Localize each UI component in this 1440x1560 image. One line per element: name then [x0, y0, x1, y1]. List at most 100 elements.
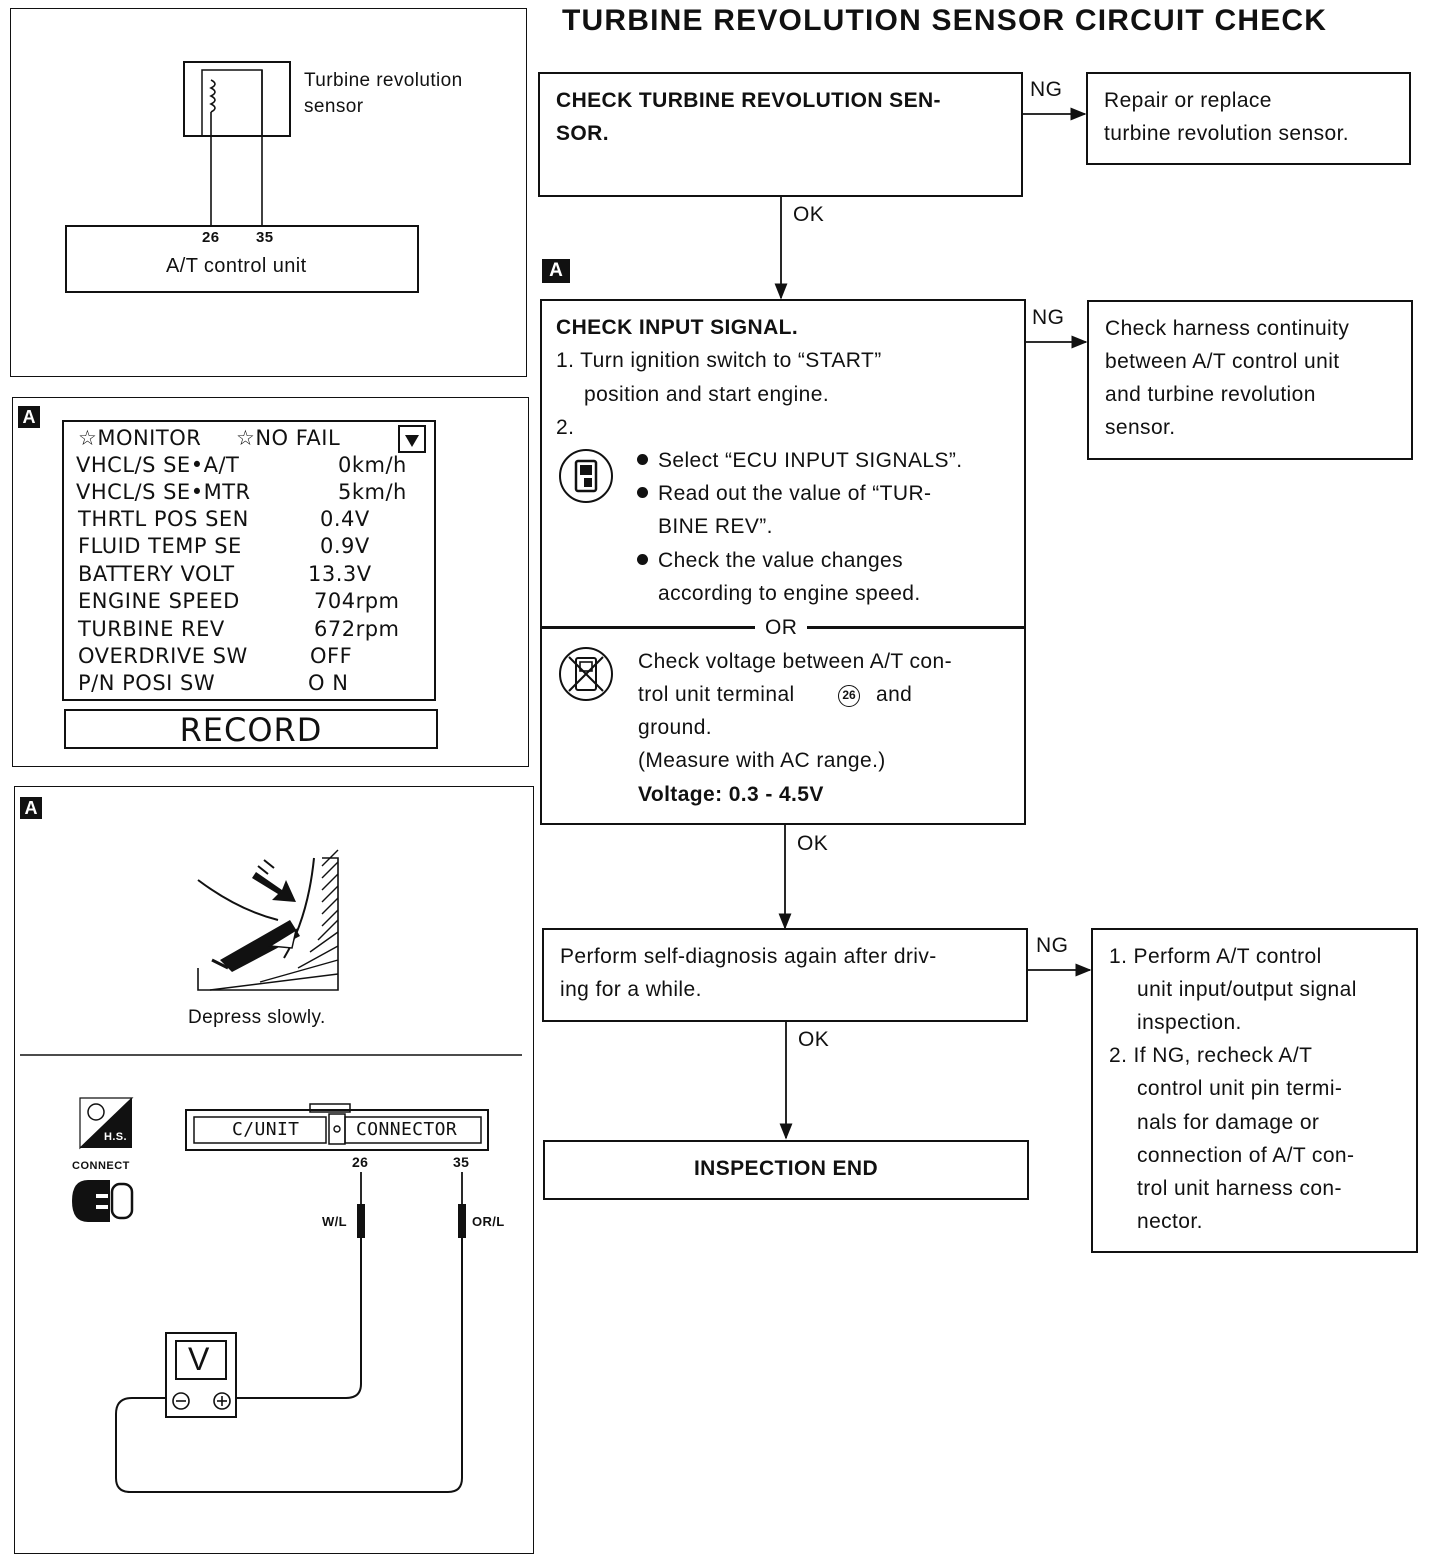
ok-label: OK: [798, 1028, 830, 1051]
step-check-input-signal: CHECK INPUT SIGNAL. 1. Turn ignition swi…: [540, 299, 1026, 825]
terminal-number: 26: [842, 688, 856, 702]
ng-result-inspection: 1. Perform A/T control unit input/output…: [1091, 928, 1418, 1253]
monitor-row-value: 0km/h: [338, 453, 407, 477]
ng-result-line: and turbine revolution: [1105, 383, 1316, 406]
ng-result-line: control unit pin termi-: [1137, 1077, 1343, 1100]
page-title: TURBINE REVOLUTION SENSOR CIRCUIT CHECK: [562, 4, 1328, 37]
monitor-screen: [62, 420, 436, 701]
no-consult-icon: [557, 645, 615, 703]
connector-right-label: CONNECTOR: [356, 1119, 458, 1140]
instruction-line: trol unit terminal: [638, 683, 795, 706]
instruction-line: Select “ECU INPUT SIGNALS”.: [658, 449, 963, 472]
instruction-line: 2.: [556, 416, 575, 439]
ng-result-harness: Check harness continuity between A/T con…: [1087, 300, 1413, 460]
or-label: OR: [755, 611, 808, 644]
instruction-line: BINE REV”.: [658, 515, 773, 538]
instruction-line: and: [876, 683, 913, 706]
ng-result-line: trol unit harness con-: [1137, 1177, 1342, 1200]
ok-label: OK: [797, 832, 829, 855]
connector-left-label: C/UNIT: [232, 1119, 300, 1140]
no-fail-label: ☆NO FAIL: [236, 426, 341, 450]
bullet-dot: [637, 454, 648, 465]
scroll-down-icon[interactable]: [398, 425, 426, 453]
hs-label: H.S.: [104, 1131, 127, 1143]
sensor-label-2: sensor: [304, 96, 364, 117]
instruction-line: ing for a while.: [560, 978, 702, 1001]
ng-result-line: Repair or replace: [1104, 89, 1272, 112]
monitor-row-value: 672rpm: [314, 617, 400, 641]
voltage-spec: Voltage: 0.3 - 4.5V: [638, 783, 824, 806]
connect-label: CONNECT: [72, 1160, 130, 1172]
instruction-line: Check the value changes: [658, 549, 904, 572]
wire-color-b: OR/L: [472, 1214, 505, 1229]
ng-result-repair: Repair or replace turbine revolution sen…: [1086, 72, 1411, 165]
monitor-row-name: ENGINE SPEED: [78, 589, 240, 613]
ng-label: NG: [1032, 306, 1065, 329]
bullet-dot: [637, 554, 648, 565]
monitor-row-name: P/N POSI SW: [78, 671, 216, 695]
instruction-line: 1. Turn ignition switch to “START”: [556, 349, 882, 372]
connect-icon: [72, 1180, 134, 1222]
ng-label: NG: [1030, 78, 1063, 101]
ng-label: NG: [1036, 934, 1069, 957]
ok-label: OK: [793, 203, 825, 226]
instruction-line: Perform self-diagnosis again after driv-: [560, 945, 937, 968]
ng-result-line: nals for damage or: [1137, 1111, 1320, 1134]
control-unit-label: A/T control unit: [166, 255, 307, 277]
monitor-panel: [12, 397, 529, 767]
bullet-dot: [637, 487, 648, 498]
ng-result-line: connection of A/T con-: [1137, 1144, 1355, 1167]
inspection-end: INSPECTION END: [543, 1140, 1029, 1200]
monitor-row-value: 5km/h: [338, 480, 407, 504]
ng-result-line: sensor.: [1105, 416, 1176, 439]
monitor-row-name: THRTL POS SEN: [78, 507, 249, 531]
record-button-label: RECORD: [179, 711, 323, 749]
voltmeter-label: V: [188, 1341, 210, 1377]
monitor-row-name: VHCL/S SE•A/T: [76, 453, 240, 477]
ng-result-line: nector.: [1137, 1210, 1203, 1233]
monitor-row-value: OFF: [310, 644, 353, 668]
wiring-diagram-panel: [10, 8, 527, 377]
ng-result-line: unit input/output signal: [1137, 978, 1357, 1001]
step-heading: CHECK INPUT SIGNAL.: [556, 316, 799, 339]
instruction-line: position and start engine.: [584, 383, 830, 406]
step-self-diagnosis: Perform self-diagnosis again after driv-…: [542, 928, 1028, 1022]
ng-result-line: Check harness continuity: [1105, 317, 1350, 340]
probe-pin-26: 26: [352, 1154, 369, 1170]
monitor-row-name: BATTERY VOLT: [78, 562, 235, 586]
instruction-line: ground.: [638, 716, 713, 739]
step-a-badge: A: [18, 406, 40, 428]
step-check-sensor: CHECK TURBINE REVOLUTION SEN- SOR.: [538, 72, 1023, 197]
instruction-line: (Measure with AC range.): [638, 749, 886, 772]
monitor-row-value: 13.3V: [308, 562, 372, 586]
monitor-row-name: TURBINE REV: [78, 617, 225, 641]
pedal-illustration: [197, 849, 339, 991]
test-panel: [14, 786, 534, 1554]
monitor-row-value: O N: [308, 671, 349, 695]
consult-tester-icon: [557, 447, 615, 505]
monitor-row-name: VHCL/S SE•MTR: [76, 480, 251, 504]
wire-color-a: W/L: [322, 1214, 348, 1229]
monitor-header: ☆MONITOR: [78, 426, 202, 450]
instruction-line: Read out the value of “TUR-: [658, 482, 932, 505]
ng-result-line: 1. Perform A/T control: [1109, 945, 1322, 968]
ng-result-line: turbine revolution sensor.: [1104, 122, 1350, 145]
probe-pin-35: 35: [453, 1154, 470, 1170]
monitor-row-name: FLUID TEMP SE: [78, 534, 242, 558]
hs-icon: [79, 1097, 134, 1150]
pin-label-26: 26: [202, 229, 220, 246]
ng-result-line: 2. If NG, recheck A/T: [1109, 1044, 1313, 1067]
record-button[interactable]: RECORD: [64, 709, 438, 749]
step-a-badge: A: [20, 797, 42, 819]
pedal-caption: Depress slowly.: [188, 1007, 326, 1028]
instruction-line: according to engine speed.: [658, 582, 921, 605]
step-heading: CHECK TURBINE REVOLUTION SEN-: [556, 89, 941, 112]
pin-label-35: 35: [256, 229, 274, 246]
monitor-row-name: OVERDRIVE SW: [78, 644, 248, 668]
monitor-row-value: 0.9V: [320, 534, 370, 558]
sensor-label: Turbine revolution: [304, 70, 463, 91]
inspection-end-label: INSPECTION END: [693, 1157, 879, 1180]
